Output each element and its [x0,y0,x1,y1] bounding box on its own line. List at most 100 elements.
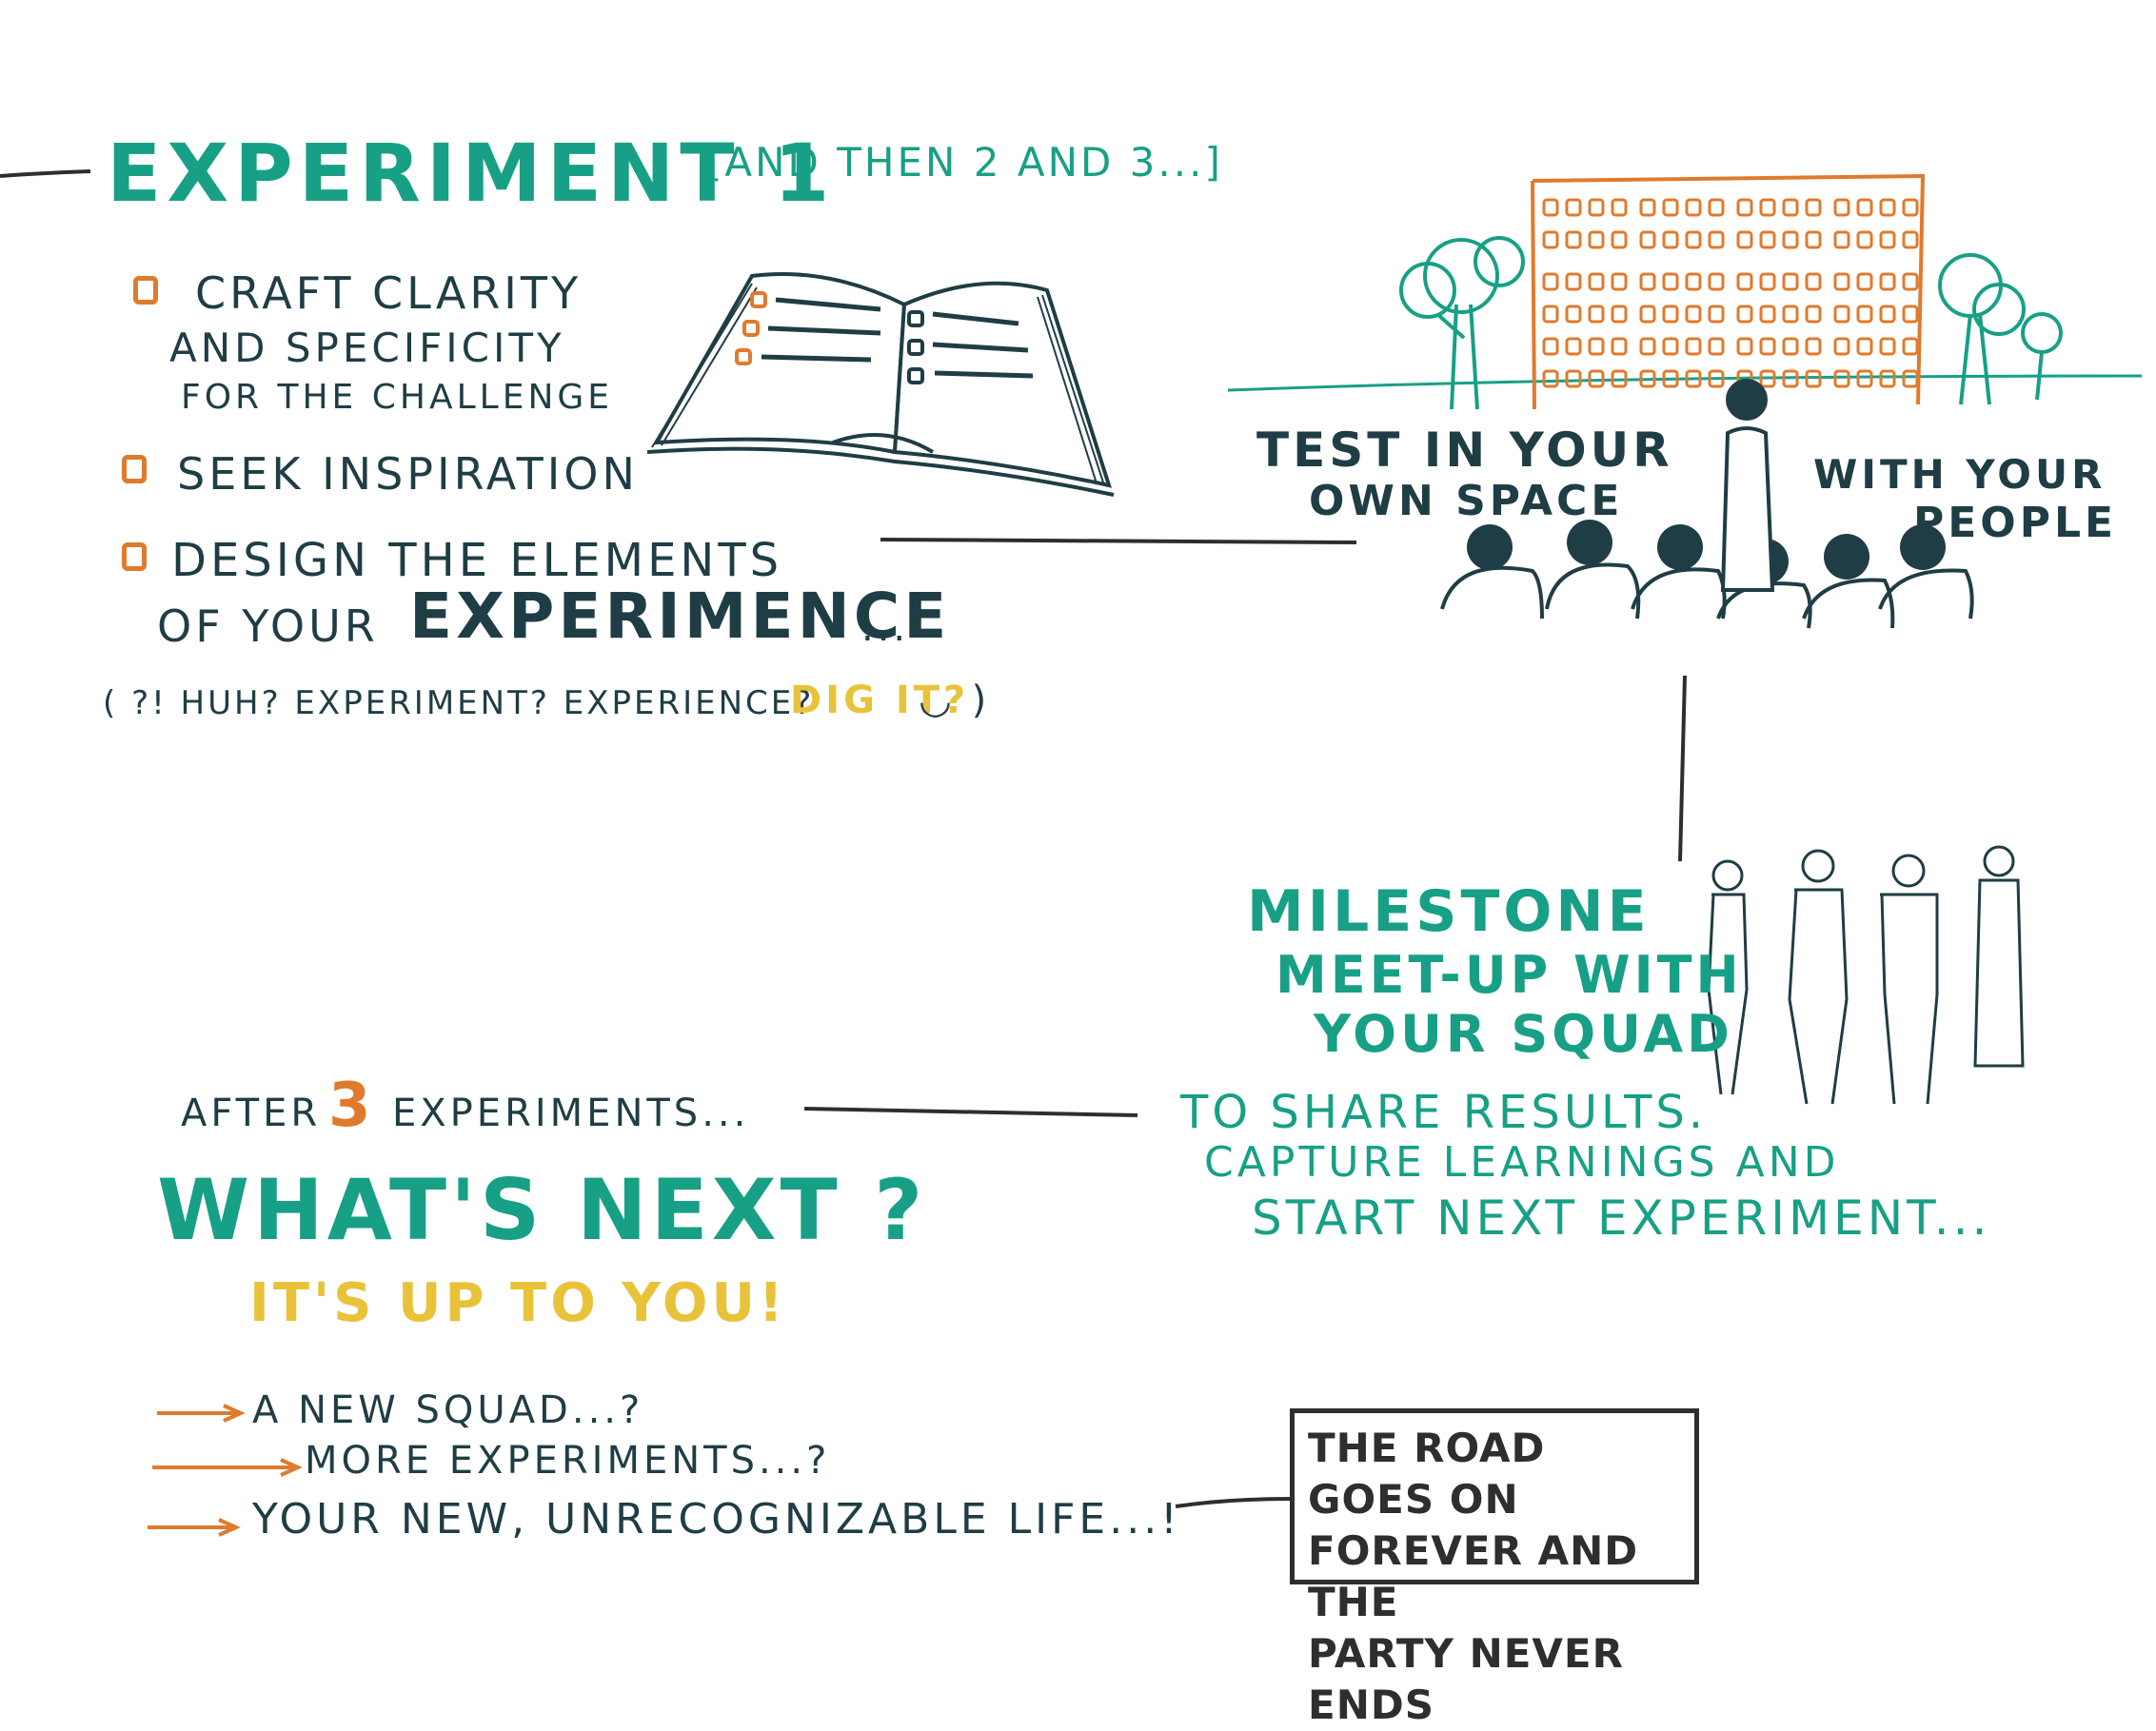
building-window [1759,272,1776,291]
building-window [1542,337,1559,356]
experiment-to-test-connector [880,538,1357,544]
after-prefix: AFTER [181,1092,322,1135]
building-window [1708,198,1725,217]
building-window [1662,337,1679,356]
building-window [1759,337,1776,356]
tree-left [1399,236,1525,410]
building-window [1662,369,1679,388]
building-window [1902,230,1919,249]
building-window [1833,230,1850,249]
building-window [1782,369,1799,388]
building-window [1662,305,1679,324]
arrow-icon [157,1404,246,1423]
road-line1: THE ROAD GOES ON [1308,1425,1546,1523]
building-window [1736,337,1753,356]
building-window [1588,272,1605,291]
squad-illustration [1707,845,2025,1105]
building-window [1902,198,1919,217]
building-window [1565,272,1582,291]
checklist-item-design-line2: OF YOUR [157,600,379,652]
tree-right [1938,253,2063,405]
building-window [1542,272,1559,291]
building-window [1782,337,1799,356]
building-window [1588,305,1605,324]
building-window [1736,272,1753,291]
after-suffix: EXPERIMENTS... [392,1092,750,1135]
checklist-aside-highlight: DIG IT? [790,679,970,722]
road-line2: FOREVER AND THE [1308,1527,1639,1625]
building-window [1542,230,1559,249]
options-to-road-connector [1175,1497,1291,1508]
checklist-item-craft-line1: CRAFT CLARITY [195,267,583,319]
building-window [1639,337,1656,356]
building-window [1639,369,1656,388]
option-new-life: YOUR NEW, UNRECOGNIZABLE LIFE...! [252,1495,1181,1544]
building-window [1662,198,1679,217]
building-window [1805,230,1822,249]
building-window [1833,272,1850,291]
building-window [1759,230,1776,249]
open-book-icon [646,272,1115,497]
people-caption-line2: PEOPLE [1913,499,2118,547]
building-scene [1227,173,2143,629]
building-window [1782,198,1799,217]
building-window [1542,305,1559,324]
experiment-title: EXPERIMENT 1 [107,127,836,220]
building-window [1805,272,1822,291]
audience-shoulders [1440,562,1974,629]
building-window [1708,230,1725,249]
whats-next-heading: WHAT'S NEXT ? [157,1161,927,1259]
building-window [1856,230,1873,249]
squad-member-2 [1788,849,1849,1105]
after-number: 3 [328,1071,375,1141]
building-window [1708,369,1725,388]
building-window [1879,230,1896,249]
building-window [1759,198,1776,217]
road-line3: PARTY NEVER ENDS [1308,1630,1624,1728]
building-window [1856,305,1873,324]
building-window [1565,230,1582,249]
milestone-title-line2: MEET-UP WITH [1276,945,1743,1005]
building-window [1611,272,1628,291]
heading-connector [0,169,91,178]
building-window [1565,369,1582,388]
option-new-squad: A NEW SQUAD...? [252,1388,644,1432]
building-window [1805,337,1822,356]
building-window [1879,198,1896,217]
building-window [1565,198,1582,217]
presenter [1720,379,1775,592]
building-window [1759,305,1776,324]
building-windows [1542,198,1919,388]
option-more-experiments: MORE EXPERIMENTS...? [305,1439,831,1483]
test-to-milestone-connector [1678,675,1687,862]
squad-member-4 [1973,845,2025,1068]
test-caption-line2: OWN SPACE [1309,477,1624,525]
up-to-you-text: IT'S UP TO YOU! [249,1272,787,1334]
building-window [1759,369,1776,388]
checklist-item-design-line1: DESIGN THE ELEMENTS [171,534,783,587]
building-window [1782,272,1799,291]
building-window [1805,369,1822,388]
squad-member-1 [1707,859,1749,1095]
milestone-title-line1: MILESTONE [1247,878,1651,945]
experiment-subtitle: [AND THEN 2 AND 3...] [706,139,1223,186]
building-window [1782,305,1799,324]
building-window [1639,230,1656,249]
building-window [1833,198,1850,217]
building-window [1736,198,1753,217]
checkbox-icon [133,276,158,305]
building-window [1611,230,1628,249]
audience-heads [1467,520,1946,584]
building-window [1662,230,1679,249]
building-window [1856,337,1873,356]
building-window [1542,198,1559,217]
building-window [1782,230,1799,249]
building-window [1879,305,1896,324]
road-goes-on-box: THE ROAD GOES ON FOREVER AND THE PARTY N… [1290,1408,1699,1728]
milestone-title-line3: YOUR SQUAD [1314,1004,1733,1064]
building-window [1805,305,1822,324]
building-window [1833,337,1850,356]
building-window [1685,337,1702,356]
building-window [1708,272,1725,291]
building-window [1611,337,1628,356]
